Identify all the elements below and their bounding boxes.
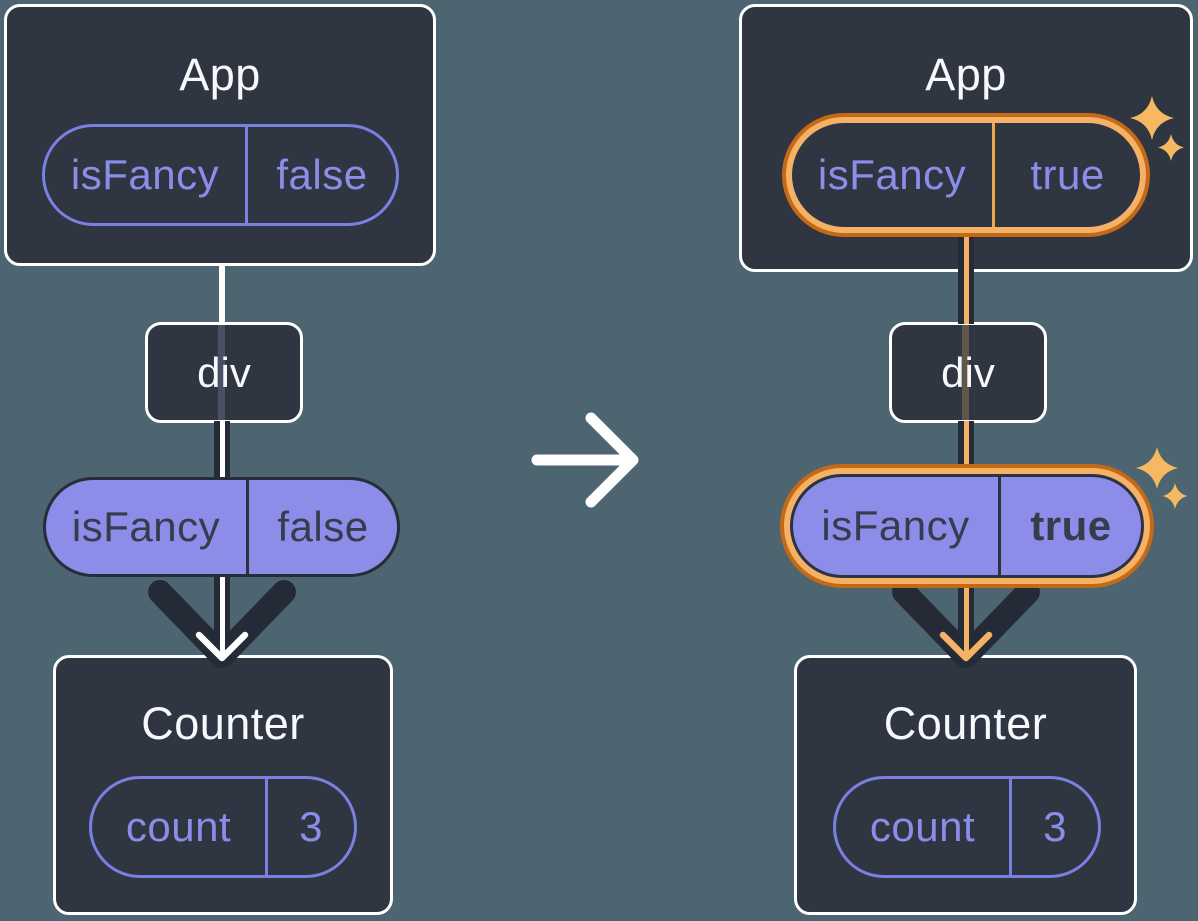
prop-flow-core [220,575,225,657]
down-arrowhead-white-icon [195,631,249,662]
component-title: App [179,49,261,100]
prop-flow-core [964,232,969,324]
prop-name: isFancy [793,477,1001,575]
prop-value: true [1030,502,1112,549]
right-arrow-icon [531,412,639,508]
sparkles-icon [1136,447,1188,509]
component-title: Counter [883,698,1048,749]
state-value: 3 [299,803,323,850]
highlighted-prop-pill: isFancy true [780,464,1154,588]
component-title: Counter [141,698,305,749]
state-pill: count 3 [89,776,357,878]
element-label: div [941,348,995,396]
prop-flow-core [220,421,225,479]
prop-value: false [277,503,369,550]
div-element-box: div [889,322,1047,423]
state-value: 3 [1043,803,1067,850]
prop-name: isFancy [46,480,249,574]
down-arrowhead-orange-icon [939,631,993,662]
state-value: true [1030,151,1105,198]
state-pill: count 3 [833,776,1101,878]
state-name: isFancy [792,123,995,227]
prop-flow-core [964,584,969,657]
highlighted-state-pill: isFancy true [782,113,1150,237]
component-title: App [925,49,1007,100]
sparkles-icon [1130,96,1184,161]
prop-pill: isFancy false [43,477,400,577]
element-label: div [197,348,251,396]
counter-component-box: Counter count 3 [53,655,393,915]
pass-through-line [962,325,969,420]
state-name: isFancy [45,127,248,223]
prop-flow-core [964,421,969,479]
state-value: false [276,151,368,198]
div-element-box: div [145,322,303,423]
state-name: count [836,779,1012,875]
pass-through-line [218,325,225,420]
connector-line [219,264,225,324]
state-name: count [92,779,268,875]
state-pill: isFancy false [42,124,399,226]
counter-component-box: Counter count 3 [794,655,1137,915]
